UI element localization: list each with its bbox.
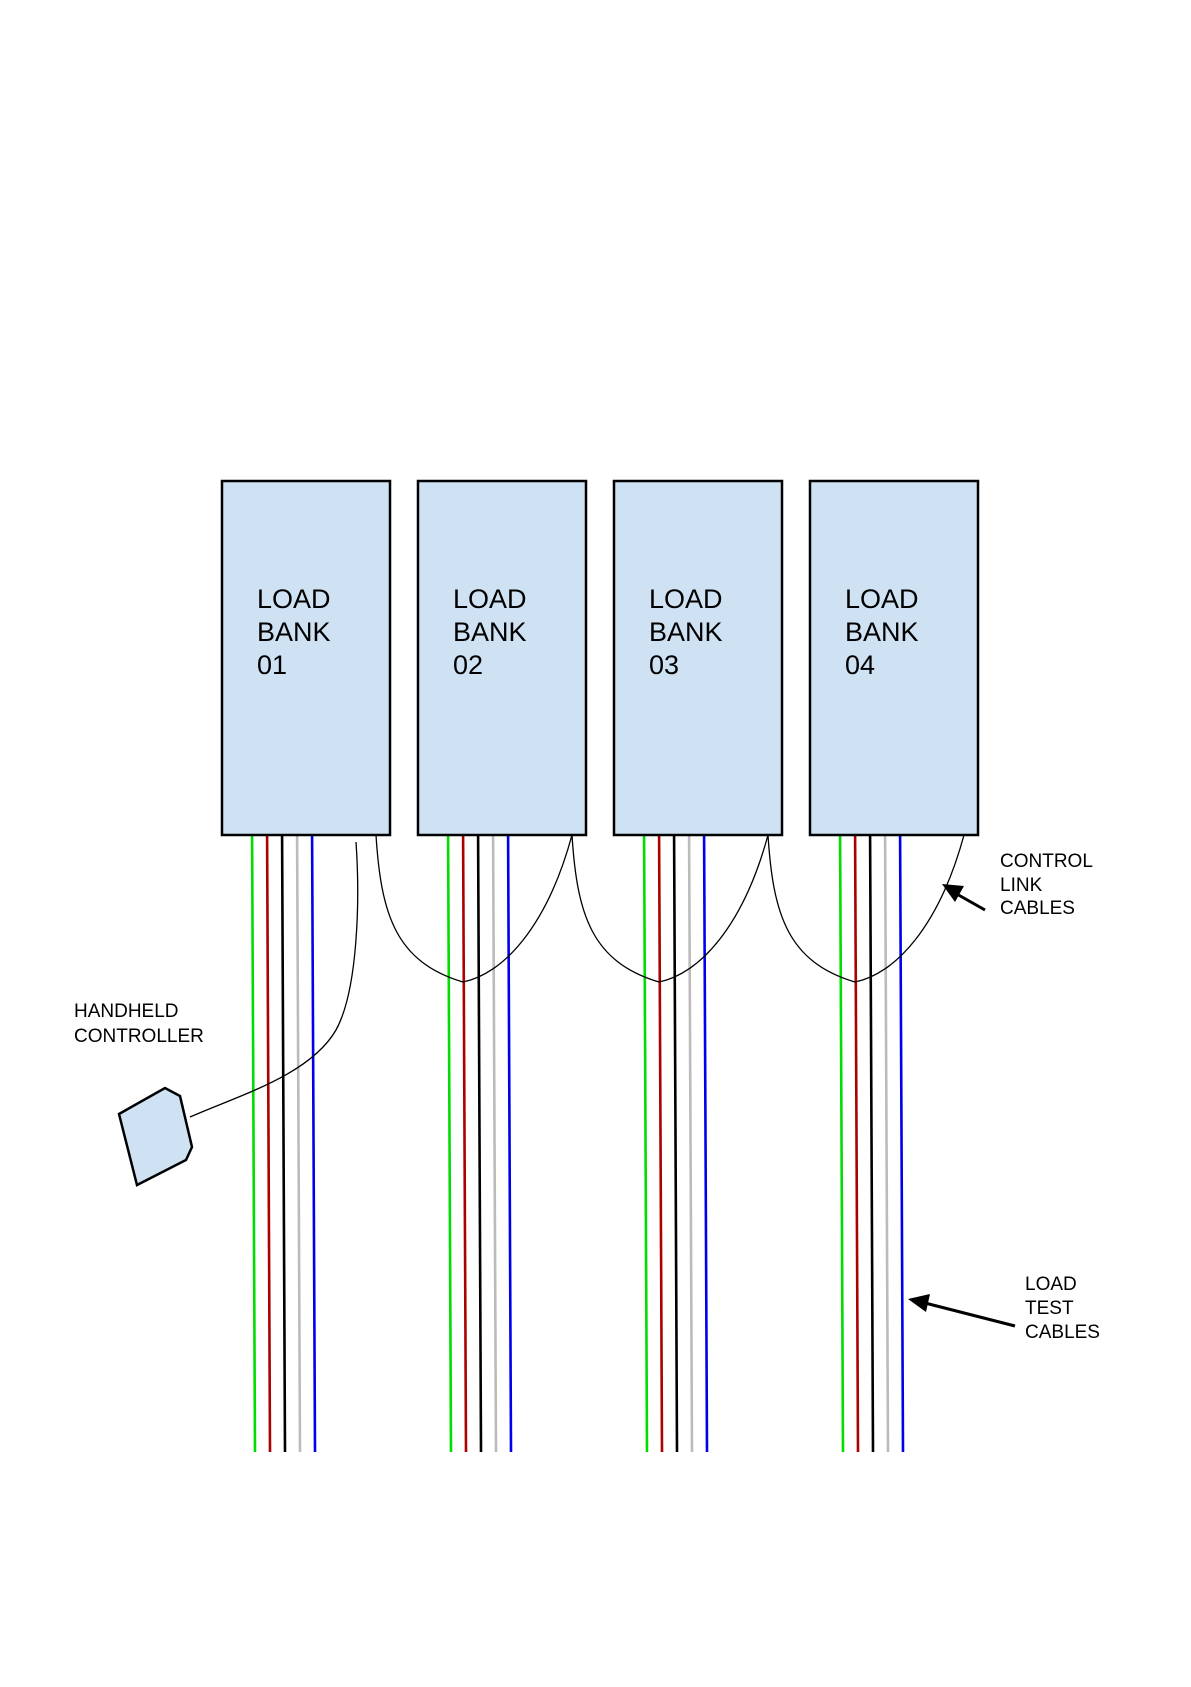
load-bank-02-label-line-2: BANK bbox=[453, 617, 527, 647]
load-bank-01-box bbox=[222, 481, 390, 835]
load-test-cables-layer bbox=[252, 817, 903, 1452]
load-test-cable-03-1 bbox=[644, 817, 647, 1452]
control-link-cables-label-line-2: LINK bbox=[1000, 875, 1043, 896]
load-bank-03-label-line-3: 03 bbox=[649, 650, 679, 680]
load-test-arrow-shaft bbox=[925, 1303, 1015, 1326]
load-test-cable-04-3 bbox=[870, 817, 873, 1452]
load-test-cable-02-3 bbox=[478, 817, 481, 1452]
control-link-cables-label: CONTROL LINK CABLES bbox=[1000, 851, 1097, 919]
load-bank-04-box bbox=[810, 481, 978, 835]
control-link-arrow-shaft bbox=[955, 893, 985, 910]
load-test-cable-02-2 bbox=[463, 817, 466, 1452]
handheld-controller-label-line-1: HANDHELD bbox=[74, 1001, 179, 1022]
load-bank-04-label-line-3: 04 bbox=[845, 650, 875, 680]
load-test-cables-bank-03 bbox=[644, 817, 707, 1452]
load-bank-02-label-line-3: 02 bbox=[453, 650, 483, 680]
handheld-controller-label-line-2: CONTROLLER bbox=[74, 1026, 204, 1047]
load-test-cable-04-4 bbox=[885, 817, 888, 1452]
load-test-cable-03-5 bbox=[704, 817, 707, 1452]
control-link-cable-2-3 bbox=[572, 835, 768, 982]
control-link-cables-label-line-3: CABLES bbox=[1000, 898, 1075, 919]
load-bank-04-label-line-1: LOAD bbox=[845, 584, 919, 614]
load-test-cable-04-2 bbox=[855, 817, 858, 1452]
control-link-cable-1-2 bbox=[376, 835, 572, 982]
load-test-cable-04-1 bbox=[840, 817, 843, 1452]
load-test-cable-04-5 bbox=[900, 817, 903, 1452]
control-link-cable-3-4 bbox=[768, 835, 964, 982]
load-test-arrow-head bbox=[908, 1294, 930, 1312]
load-test-cable-01-1 bbox=[252, 817, 255, 1452]
load-bank-03-label-line-1: LOAD bbox=[649, 584, 723, 614]
load-test-cable-01-5 bbox=[312, 817, 315, 1452]
load-bank-01-label-line-2: BANK bbox=[257, 617, 331, 647]
load-test-cable-02-4 bbox=[493, 817, 496, 1452]
control-link-arrow-head bbox=[942, 884, 964, 902]
handheld-controller-label: HANDHELD CONTROLLER bbox=[74, 1001, 204, 1047]
load-bank-02-box bbox=[418, 481, 586, 835]
load-bank-01-label-line-3: 01 bbox=[257, 650, 287, 680]
load-test-cable-03-3 bbox=[674, 817, 677, 1452]
load-test-cables-label-line-3: CABLES bbox=[1025, 1322, 1100, 1343]
load-test-cables-label: LOAD TEST CABLES bbox=[1025, 1274, 1100, 1343]
load-test-cable-03-2 bbox=[659, 817, 662, 1452]
load-test-cable-01-4 bbox=[297, 817, 300, 1452]
control-link-arrow-icon bbox=[942, 884, 985, 910]
load-test-cable-01-2 bbox=[267, 817, 270, 1452]
load-test-cable-01-3 bbox=[282, 817, 285, 1452]
controller-cable bbox=[190, 842, 358, 1117]
load-test-cable-02-5 bbox=[508, 817, 511, 1452]
load-test-cables-label-line-2: TEST bbox=[1025, 1298, 1074, 1319]
control-link-cables-label-line-1: CONTROL bbox=[1000, 851, 1092, 872]
load-bank-02-label-line-1: LOAD bbox=[453, 584, 527, 614]
handheld-controller-icon bbox=[119, 1088, 192, 1185]
load-bank-01-label-line-1: LOAD bbox=[257, 584, 331, 614]
load-test-cables-bank-02 bbox=[448, 817, 511, 1452]
load-test-cables-bank-01 bbox=[252, 817, 315, 1452]
load-test-arrow-icon bbox=[908, 1294, 1015, 1326]
load-bank-04-label-line-2: BANK bbox=[845, 617, 919, 647]
load-test-cable-02-1 bbox=[448, 817, 451, 1452]
load-bank-03-label-line-2: BANK bbox=[649, 617, 723, 647]
load-bank-03-box bbox=[614, 481, 782, 835]
load-test-cables-bank-04 bbox=[840, 817, 903, 1452]
load-test-cables-label-line-1: LOAD bbox=[1025, 1274, 1077, 1295]
load-test-cable-03-4 bbox=[689, 817, 692, 1452]
